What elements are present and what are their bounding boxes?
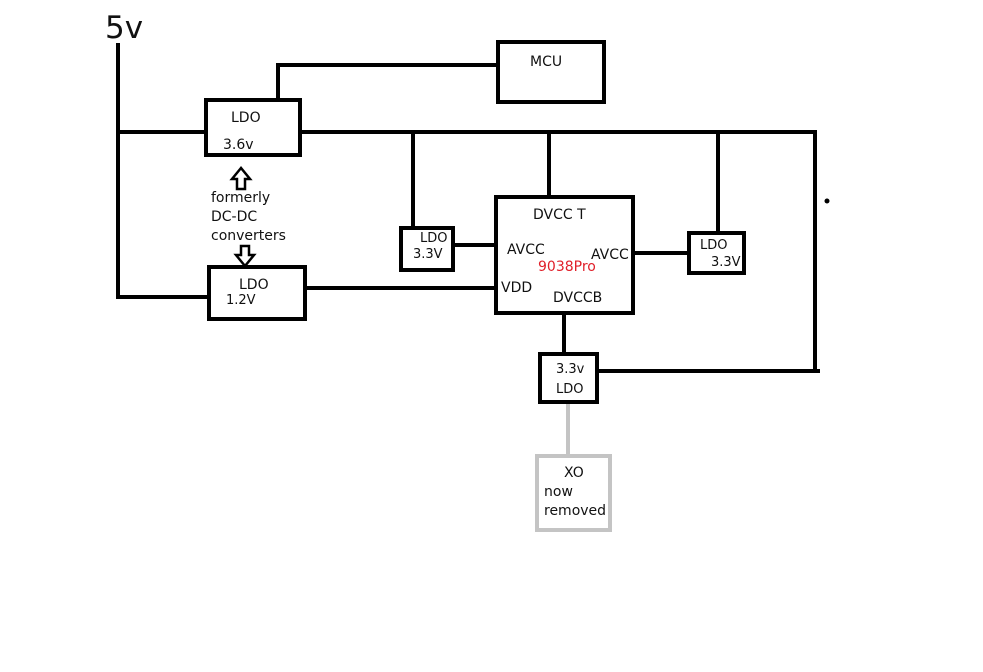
pin-avcc-right: AVCC	[591, 247, 629, 263]
stray-dot	[824, 198, 830, 204]
xo-line-3: removed	[544, 503, 606, 519]
ldo-3v3-bottom-voltage: 3.3v	[556, 362, 585, 377]
note-line-1: formerly	[211, 190, 270, 206]
dac-chip-box	[494, 195, 635, 315]
ldo-3v3-right-name: LDO	[700, 238, 728, 253]
ldo-3v3-bottom-block: 3.3v LDO	[538, 352, 599, 404]
ldo-1v2-block: LDO 1.2V	[207, 265, 307, 321]
wires	[116, 43, 820, 456]
ldo-3v3-left-voltage: 3.3V	[413, 247, 443, 262]
xo-line-2: now	[544, 484, 573, 500]
ldo-3v3-left-block: LDO 3.3V	[399, 226, 455, 272]
ldo-1v2-box	[207, 265, 307, 321]
mcu-label: MCU	[530, 54, 562, 70]
ldo-3v3-right-voltage: 3.3V	[711, 255, 741, 270]
pin-vdd: VDD	[501, 280, 532, 296]
ldo-3v3-right-block: LDO 3.3V	[687, 231, 746, 275]
note-block: formerly DC-DC converters	[211, 166, 286, 268]
ldo-3v3-right-box	[687, 231, 746, 275]
ldo-3v3-left-box	[399, 226, 455, 272]
arrow-up-icon	[229, 166, 253, 191]
ldo-1v2-voltage: 1.2V	[226, 293, 256, 308]
ldo-3v6-voltage: 3.6v	[223, 137, 254, 153]
supply-label: 5v	[105, 10, 143, 46]
arrow-down-icon	[233, 244, 257, 268]
ldo-3v6-box	[204, 98, 302, 157]
pin-dvcct: DVCC T	[533, 207, 586, 223]
ldo-3v3-bottom-name: LDO	[556, 382, 584, 397]
dac-chip-block: DVCC T AVCC AVCC 9038Pro VDD DVCCB	[494, 195, 635, 315]
ldo-3v3-bottom-box	[538, 352, 599, 404]
xo-removed-block: XO now removed	[535, 454, 612, 532]
xo-box	[535, 454, 612, 532]
mcu-block: MCU	[496, 40, 606, 104]
pin-dvccb: DVCCB	[553, 290, 602, 306]
note-line-2: DC-DC	[211, 209, 257, 225]
mcu-box	[496, 40, 606, 104]
xo-line-1: XO	[564, 465, 584, 481]
note-line-3: converters	[211, 228, 286, 244]
pin-avcc-left: AVCC	[507, 242, 545, 258]
ldo-3v6-name: LDO	[231, 110, 261, 126]
ldo-3v3-left-name: LDO	[420, 231, 448, 246]
ldo-3v6-block: LDO 3.6v	[204, 98, 302, 157]
chip-name: 9038Pro	[538, 259, 596, 275]
ldo-1v2-name: LDO	[239, 277, 269, 293]
